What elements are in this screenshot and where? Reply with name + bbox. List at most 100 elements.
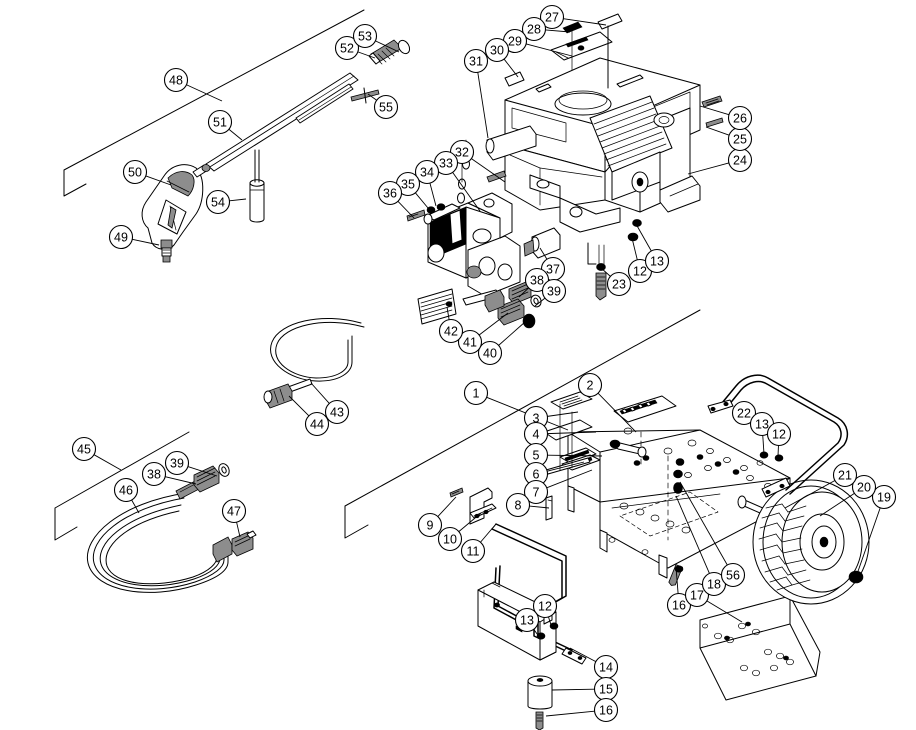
callout-number-21: 21 [838,469,852,483]
callout-bubble-2[interactable]: 2 [577,372,603,398]
part-spray-gun-50 [141,164,211,250]
part-chemical-filter-44 [263,383,293,409]
callout-number-31: 31 [469,55,483,69]
callout-bubble-16b[interactable]: 16 [666,592,692,618]
callout-bubble-48[interactable]: 48 [163,67,189,93]
callout-bubble-16[interactable]: 16 [593,697,619,723]
callout-number-34: 34 [420,166,434,180]
leader-line-31 [477,72,489,139]
callout-bubble-43[interactable]: 43 [324,399,350,425]
callout-bubble-15[interactable]: 15 [593,676,619,702]
callout-bubble-18[interactable]: 18 [701,571,727,597]
callout-number-12b: 12 [772,428,786,442]
leader-line-39b [187,466,218,477]
leader-line-13 [533,629,541,639]
callout-bubble-55[interactable]: 55 [373,94,399,120]
callout-bubble-39b[interactable]: 39 [164,450,190,476]
callout-bubble-13[interactable]: 13 [514,607,540,633]
part-control-panel-29 [550,31,613,61]
callout-bubble-42[interactable]: 42 [438,318,464,344]
leader-line-34 [429,183,437,207]
callout-bubble-26[interactable]: 26 [727,105,753,131]
callout-bubble-23[interactable]: 23 [606,271,632,297]
callout-bubble-50[interactable]: 50 [122,159,148,185]
callout-bubble-51[interactable]: 51 [207,109,233,135]
callout-bubble-21[interactable]: 21 [832,462,858,488]
callout-bubble-38b[interactable]: 38 [141,461,167,487]
callout-circle-9 [417,512,443,538]
callout-bubble-13c[interactable]: 13 [644,248,670,274]
leader-line-56 [679,481,728,566]
callout-bubble-19[interactable]: 19 [871,484,897,510]
leader-line-55 [367,93,377,101]
callout-number-44: 44 [310,418,324,432]
callout-bubble-56[interactable]: 56 [720,562,746,588]
callout-circle-41 [457,329,483,355]
callout-bubble-29[interactable]: 29 [502,28,528,54]
leader-line-13c [635,223,652,252]
callout-bubble-49[interactable]: 49 [108,224,134,250]
callout-bubble-54[interactable]: 54 [205,189,231,215]
callout-bubble-11[interactable]: 11 [460,538,486,564]
callout-bubble-47[interactable]: 47 [221,498,247,524]
callout-bubble-34[interactable]: 34 [414,159,440,185]
callout-bubble-17[interactable]: 17 [684,582,710,608]
callout-bubble-27[interactable]: 27 [539,4,565,30]
callout-bubble-24[interactable]: 24 [727,147,753,173]
callout-circle-30 [484,37,510,63]
callout-bubble-10[interactable]: 10 [437,526,463,552]
callout-bubble-40[interactable]: 40 [477,340,503,366]
leader-line-37 [539,247,548,260]
callout-bubble-36[interactable]: 36 [377,180,403,206]
callout-number-35: 35 [401,178,415,192]
part-nozzle-53 [397,39,411,55]
callout-number-15: 15 [599,683,613,697]
leader-line-8 [529,505,550,509]
callout-bubble-44[interactable]: 44 [304,411,330,437]
leader-line-52 [357,51,376,59]
part-handle-22 [707,374,849,498]
callout-bubble-8[interactable]: 8 [505,492,531,518]
callout-bubble-53[interactable]: 53 [352,23,378,49]
callout-number-52: 52 [340,42,354,56]
callout-number-10: 10 [443,533,457,547]
leader-line-43 [310,382,330,404]
callout-bubble-14[interactable]: 14 [593,654,619,680]
part-gun-inlet-fitting-49 [160,239,173,263]
callout-bubble-30[interactable]: 30 [484,37,510,63]
part-chemical-hose-43 [270,317,365,393]
callout-bubble-41[interactable]: 41 [457,329,483,355]
callout-bubble-39[interactable]: 39 [541,278,567,304]
callout-bubble-9[interactable]: 9 [417,512,443,538]
callout-number-23: 23 [612,278,626,292]
callout-bubble-7[interactable]: 7 [523,479,549,505]
callout-bubble-1[interactable]: 1 [463,380,489,406]
callout-bubble-38[interactable]: 38 [524,267,550,293]
leader-line-3 [547,411,579,417]
callout-bubble-28[interactable]: 28 [521,16,547,42]
callout-circle-28 [521,16,547,42]
callout-bubble-35[interactable]: 35 [395,171,421,197]
callout-bubble-12[interactable]: 12 [532,593,558,619]
part-engine-mount-bracket-30 [504,71,525,87]
callout-bubble-12b[interactable]: 12 [766,421,792,447]
part-bolt-26 [701,95,723,108]
callout-bubble-4[interactable]: 4 [523,421,549,447]
callout-bubble-46[interactable]: 46 [113,477,139,503]
callout-bubble-45[interactable]: 45 [71,436,97,462]
callout-bubble-20[interactable]: 20 [851,474,877,500]
callout-bubble-22[interactable]: 22 [731,400,757,426]
leader-line-14 [569,647,597,663]
callout-bubble-52[interactable]: 52 [334,35,360,61]
callout-bubble-25[interactable]: 25 [727,126,753,152]
callout-circle-22 [731,400,757,426]
callout-number-17: 17 [690,589,704,603]
part-decal-3 [550,391,593,410]
callout-circle-10 [437,526,463,552]
leader-line-44 [288,395,310,417]
callout-number-12c: 12 [633,265,647,279]
part-unloader-valve-37 [523,227,561,259]
callout-circle-38b [141,461,167,487]
callout-circle-51 [207,109,233,135]
callout-bubble-31[interactable]: 31 [463,48,489,74]
